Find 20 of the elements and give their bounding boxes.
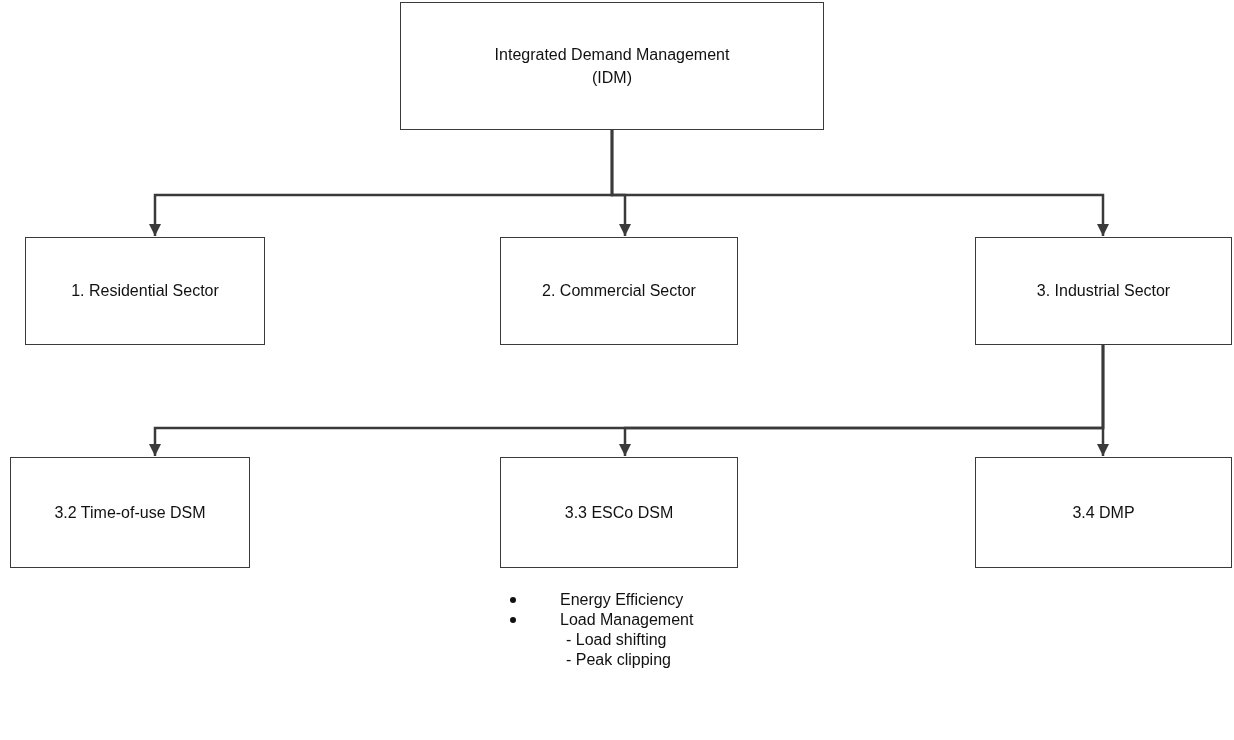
process-box	[25, 237, 265, 345]
box-label: 1. Residential Sector	[71, 281, 219, 302]
process-box	[10, 457, 250, 568]
bullet-item: - Load shifting	[565, 630, 668, 650]
bullet-item: - Peak clipping	[565, 650, 672, 670]
process-box	[500, 457, 738, 568]
box-label: 3.2 Time-of-use DSM	[54, 502, 206, 523]
box-label: 3.4 DMP	[1072, 502, 1135, 523]
process-box	[500, 237, 738, 345]
box-label: 3.3 ESCo DSM	[564, 502, 674, 523]
process-box	[975, 457, 1232, 568]
process-box	[400, 2, 824, 130]
bullet-item: Energy Efficiency	[508, 590, 694, 610]
box-label: Integrated Demand Management (IDM)	[493, 44, 731, 88]
bullet-item: Load Management	[508, 610, 694, 630]
arrow	[610, 130, 1110, 236]
box-label: 3. Industrial Sector	[1036, 281, 1171, 302]
box-label: 2. Commercial Sector	[542, 281, 696, 302]
process-box	[975, 237, 1232, 345]
arrow	[1096, 345, 1110, 456]
